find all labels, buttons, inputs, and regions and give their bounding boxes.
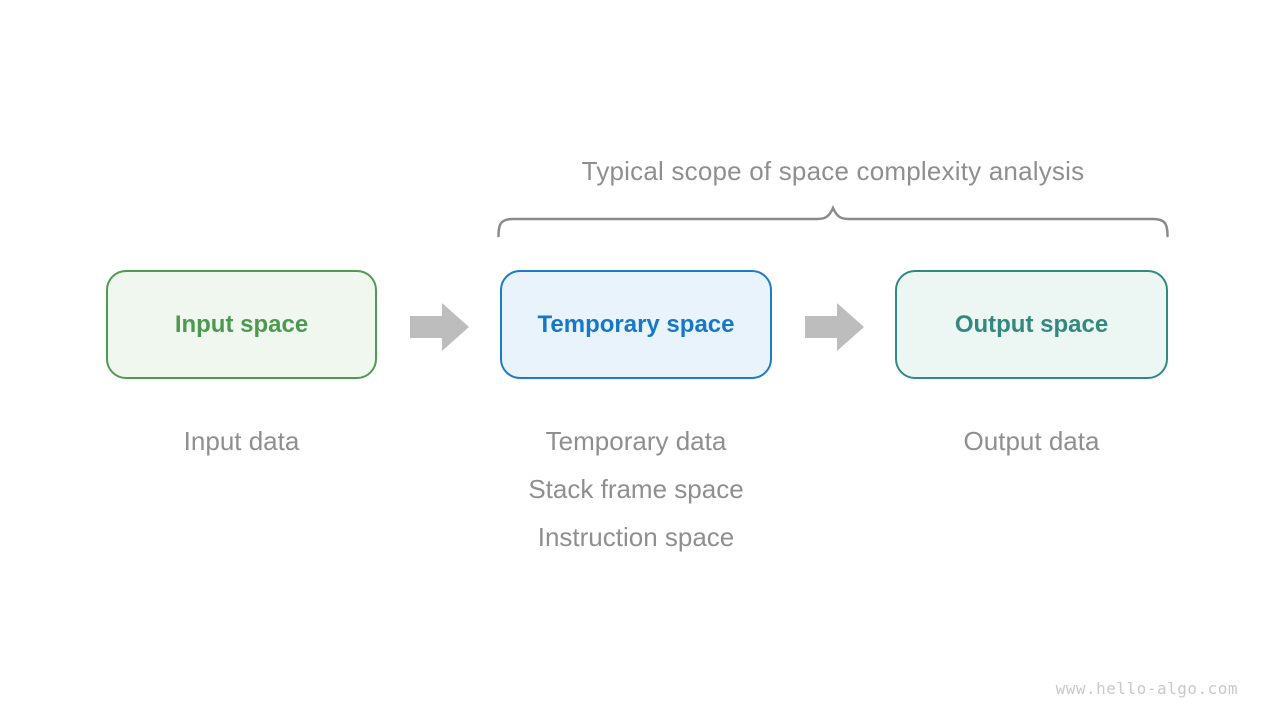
- input-data-note: Input data: [183, 426, 300, 456]
- watermark: www.hello-algo.com: [1055, 679, 1238, 698]
- scope-title: Typical scope of space complexity analys…: [581, 156, 1085, 186]
- temporary-space-label: Temporary space: [537, 310, 735, 338]
- overbrace-icon: [497, 205, 1169, 238]
- input-space-box: Input space: [106, 270, 377, 379]
- temporary-data-note: Temporary data: [545, 426, 727, 456]
- stack-frame-space-note: Stack frame space: [528, 474, 744, 504]
- instruction-space-note: Instruction space: [537, 522, 735, 552]
- output-data-note: Output data: [963, 426, 1100, 456]
- arrow-right-icon: [410, 303, 469, 351]
- output-space-box: Output space: [895, 270, 1168, 379]
- arrow-right-icon: [805, 303, 864, 351]
- input-space-label: Input space: [174, 310, 309, 338]
- output-space-label: Output space: [954, 310, 1109, 338]
- temporary-space-box: Temporary space: [500, 270, 772, 379]
